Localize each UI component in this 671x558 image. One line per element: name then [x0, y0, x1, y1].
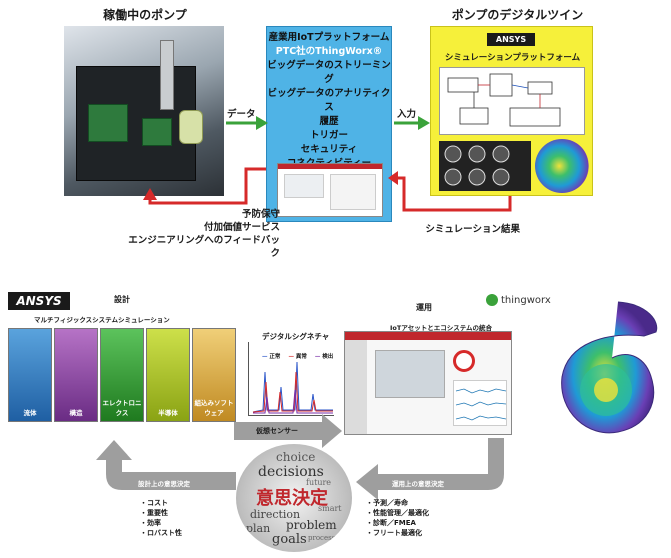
signature-plot: [248, 342, 334, 416]
digital-twin-title: ポンプのデジタルツイン: [451, 8, 584, 22]
ansys-logo: ANSYS: [8, 292, 70, 310]
legend-abnormal: — 異常: [288, 354, 307, 360]
tile-fluid: 流体: [8, 328, 52, 422]
input-label: 入力: [397, 109, 417, 120]
platform-line: 履歴: [319, 116, 339, 127]
bullet-item: ・予測／寿命: [366, 499, 408, 507]
tile-label: 組込みソフトウェア: [194, 399, 234, 417]
signature-peaks: [252, 361, 333, 414]
pump-hose: [179, 110, 203, 144]
bullet-item: ・ロバスト性: [140, 529, 182, 537]
thingworx-logo: thingworx: [486, 294, 551, 306]
multiphysics-label: マルチフィジックスシステムシミュレーション: [34, 316, 170, 324]
platform-line: トリガー: [309, 130, 348, 141]
pump-photo: [64, 26, 224, 196]
dashboard-header: [345, 332, 511, 340]
platform-line-ptc: PTC社のThingWorx®: [275, 46, 383, 57]
dashboard-gauge: [453, 350, 475, 372]
word: smart: [318, 504, 342, 513]
twin-gauges: [439, 141, 531, 191]
bullet-item: ・コスト: [140, 499, 168, 507]
pump-housing: [142, 118, 172, 146]
pump-pipe: [160, 40, 174, 110]
tile-semiconductor: 半導体: [146, 328, 190, 422]
pump-cfd-image: [548, 292, 664, 442]
word: decisions: [258, 464, 324, 480]
word: plan: [246, 522, 271, 535]
caption-line: 予防保守: [241, 209, 280, 220]
ops-decision-bullets: ・予測／寿命 ・性能管理／最適化 ・診断／FMEA ・フリート最適化: [366, 498, 429, 538]
screenshot-header: [278, 164, 382, 169]
screenshot-panel: [330, 174, 376, 210]
dashboard-trend: [453, 380, 507, 426]
screenshot-chart: [284, 174, 324, 198]
bullet-item: ・重要性: [140, 509, 168, 517]
digital-twin-box: ANSYS シミュレーションプラットフォーム: [430, 26, 593, 196]
bullet-item: ・性能管理／最適化: [366, 509, 429, 517]
data-label: データ: [227, 109, 256, 120]
dashboard-machine: [375, 350, 445, 398]
bullet-item: ・効率: [140, 519, 161, 527]
ops-decision-label: 運用上の意思決定: [392, 480, 444, 488]
schematic-lines: [447, 73, 561, 127]
tile-label: 半導体: [158, 409, 178, 417]
virtual-sensor-label: 仮想センサー: [256, 427, 298, 435]
word: problem: [286, 518, 337, 532]
feedback-caption: 予防保守 付加価値サービス エンジニアリングへのフィードバック: [120, 208, 280, 260]
iot-integration-label: IoTアセットとエコシステムの統合: [390, 324, 492, 332]
twin-ansys-logo: ANSYS: [487, 33, 535, 46]
platform-line: セキュリティ: [300, 144, 358, 155]
twin-subtitle: シミュレーションプラットフォーム: [444, 53, 581, 63]
tile-label: 構造: [69, 409, 83, 417]
tile-embedded-software: 組込みソフトウェア: [192, 328, 236, 422]
decision-center-text: 意思決定: [256, 488, 328, 509]
platform-line: 産業用IoTプラットフォーム: [268, 32, 390, 43]
word: process: [308, 534, 336, 542]
iot-platform-box: 産業用IoTプラットフォーム PTC社のThingWorx® ビッグデータのスト…: [266, 26, 392, 222]
twin-schematic: [439, 67, 585, 135]
tile-label: エレクトロニクス: [102, 399, 142, 417]
caption-line: エンジニアリングへのフィードバック: [128, 235, 280, 259]
bullet-item: ・診断／FMEA: [366, 519, 416, 527]
running-pump-title: 稼働中のポンプ: [103, 8, 187, 22]
word: direction: [250, 508, 301, 521]
word: goals: [272, 532, 307, 547]
pump-motor: [88, 104, 128, 142]
tile-label: 流体: [23, 409, 37, 417]
design-decision-label: 設計上の意思決定: [138, 480, 190, 488]
legend-normal: — 正常: [262, 354, 281, 360]
tile-structure: 構造: [54, 328, 98, 422]
thingworx-dashboard: [344, 331, 512, 435]
word: choice: [276, 450, 316, 464]
signature-legend: — 正常 — 異常 — 検出: [262, 352, 333, 360]
design-label: 設計: [114, 295, 130, 304]
volute-render: [561, 301, 658, 434]
operation-label: 運用: [416, 303, 432, 312]
signature-label: デジタルシグネチャ: [262, 332, 330, 341]
thingworx-icon: [486, 294, 498, 306]
platform-screenshot: [277, 163, 383, 217]
decision-wordcloud: choice decisions future 意思決定 direction p…: [236, 444, 352, 552]
top-arrows: [143, 116, 512, 212]
caption-line: 付加価値サービス: [203, 222, 280, 233]
gauge-icons: [444, 145, 510, 186]
design-decision-bullets: ・コスト ・重要性 ・効率 ・ロバスト性: [140, 498, 182, 538]
trend-lines: [455, 388, 507, 421]
tile-electronics: エレクトロニクス: [100, 328, 144, 422]
legend-detected: — 検出: [314, 354, 334, 360]
twin-cfd-image: [535, 139, 589, 193]
bullet-item: ・フリート最適化: [366, 529, 422, 537]
word: future: [306, 478, 332, 487]
dashboard-sidebar: [345, 340, 367, 434]
platform-line: ビッグデータのストリーミング: [267, 60, 391, 85]
platform-line: ビッグデータのアナリティクス: [267, 88, 391, 113]
simulation-result-caption: シミュレーション結果: [425, 224, 520, 235]
